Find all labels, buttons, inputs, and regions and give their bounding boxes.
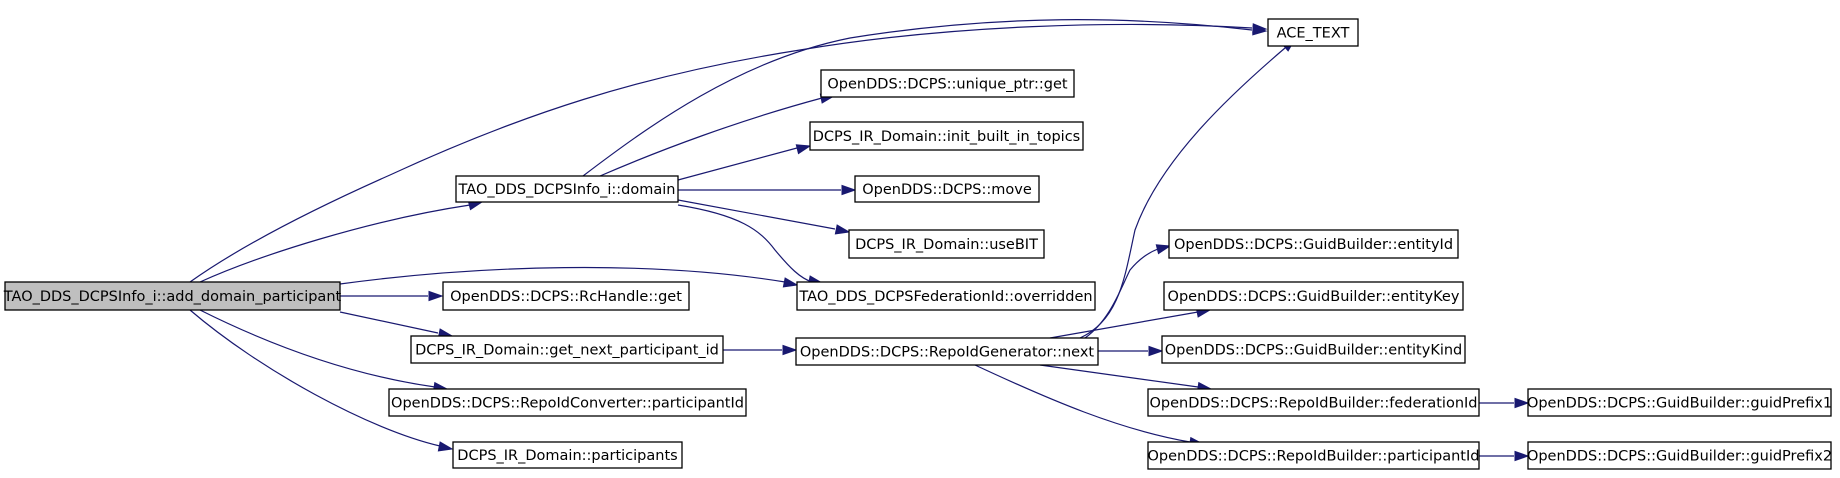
node-label: OpenDDS::DCPS::GuidBuilder::guidPrefix1 (1527, 396, 1832, 412)
node-label: OpenDDS::DCPS::GuidBuilder::entityKey (1168, 289, 1460, 305)
node-guidPrefix2[interactable]: OpenDDS::DCPS::GuidBuilder::guidPrefix2 (1527, 441, 1832, 470)
edge-domain-to-overridden (677, 204, 824, 286)
node-rchandle-get[interactable]: OpenDDS::DCPS::RcHandle::get (442, 281, 690, 311)
edge-root-to-conv_pid (199, 309, 449, 393)
node-box (1527, 388, 1832, 417)
node-label: ACE_TEXT (1277, 26, 1350, 42)
node-box (795, 337, 1099, 366)
node-label: OpenDDS::DCPS::RepoIdConverter::particip… (391, 396, 744, 412)
edge-root-to-rchandle_get (340, 290, 444, 302)
node-box (455, 175, 679, 203)
node-box (1527, 441, 1832, 470)
edge-domain-to-unique_get (599, 93, 836, 177)
node-label: TAO_DDS_DCPSFederationId::overridden (798, 289, 1092, 305)
node-get-next[interactable]: DCPS_IR_Domain::get_next_participant_id (410, 335, 724, 364)
node-label: DCPS_IR_Domain::useBIT (855, 237, 1038, 253)
call-graph-nodes: TAO_DDS_DCPSInfo_i::add_domain_participa… (3, 18, 1832, 470)
edge-next-to-federationId (1039, 364, 1213, 393)
node-guidPrefix1[interactable]: OpenDDS::DCPS::GuidBuilder::guidPrefix1 (1527, 388, 1832, 417)
node-box (442, 281, 690, 311)
node-label: OpenDDS::DCPS::RepoIdGenerator::next (800, 345, 1095, 361)
node-box (854, 175, 1040, 203)
node-conv-pid[interactable]: OpenDDS::DCPS::RepoIdConverter::particip… (388, 388, 747, 417)
node-label: TAO_DDS_DCPSInfo_i::add_domain_participa… (3, 289, 342, 305)
node-label: OpenDDS::DCPS::RepoIdBuilder::participan… (1148, 449, 1480, 465)
node-label: OpenDDS::DCPS::RepoIdBuilder::federation… (1150, 396, 1478, 412)
edge-domain-to-usebit (677, 199, 851, 235)
node-box (809, 121, 1084, 151)
edge-domain-to-init_bit (677, 144, 812, 181)
edge-domain-to-move (678, 184, 857, 196)
edge-root-to-domain (199, 200, 484, 283)
node-builder-pid[interactable]: OpenDDS::DCPS::RepoIdBuilder::participan… (1147, 441, 1480, 470)
node-federationId[interactable]: OpenDDS::DCPS::RepoIdBuilder::federation… (1147, 388, 1480, 417)
edge-domain-to-ace_text (582, 19, 1268, 177)
node-ace-text[interactable]: ACE_TEXT (1267, 18, 1359, 47)
edge-root-to-get_next (339, 311, 454, 339)
node-box (1163, 281, 1464, 311)
node-box (1147, 441, 1480, 470)
node-participants[interactable]: DCPS_IR_Domain::participants (452, 441, 683, 469)
node-box (388, 388, 747, 417)
edge-next-to-entityKind (1098, 345, 1164, 357)
edge-root-to-ace_text (189, 23, 1268, 283)
node-box (1161, 335, 1466, 364)
node-label: OpenDDS::DCPS::unique_ptr::get (827, 77, 1068, 93)
edge-next-to-entityKey (1049, 307, 1212, 339)
node-label: TAO_DDS_DCPSInfo_i::domain (458, 182, 676, 198)
node-box (1147, 388, 1480, 417)
node-label: OpenDDS::DCPS::GuidBuilder::guidPrefix2 (1527, 449, 1832, 465)
node-label: OpenDDS::DCPS::GuidBuilder::entityKind (1165, 343, 1463, 359)
node-entityId[interactable]: OpenDDS::DCPS::GuidBuilder::entityId (1168, 229, 1459, 259)
node-label: DCPS_IR_Domain::init_built_in_topics (813, 129, 1080, 145)
edge-get_next-to-next (723, 344, 798, 356)
edge-root-to-participants (189, 309, 454, 452)
edge-root-to-overridden (339, 266, 799, 288)
node-domain[interactable]: TAO_DDS_DCPSInfo_i::domain (455, 175, 679, 203)
node-unique-get[interactable]: OpenDDS::DCPS::unique_ptr::get (820, 69, 1075, 98)
node-label: DCPS_IR_Domain::get_next_participant_id (415, 343, 719, 359)
node-box (1168, 229, 1459, 259)
node-next[interactable]: OpenDDS::DCPS::RepoIdGenerator::next (795, 337, 1099, 366)
node-root[interactable]: TAO_DDS_DCPSInfo_i::add_domain_participa… (3, 281, 342, 311)
node-label: OpenDDS::DCPS::RcHandle::get (450, 289, 682, 305)
node-label: OpenDDS::DCPS::GuidBuilder::entityId (1174, 237, 1453, 253)
node-label: DCPS_IR_Domain::participants (457, 448, 677, 464)
node-box (796, 281, 1096, 311)
node-box (848, 229, 1045, 259)
node-init-bit[interactable]: DCPS_IR_Domain::init_built_in_topics (809, 121, 1084, 151)
node-box (1267, 18, 1359, 47)
node-box (820, 69, 1075, 98)
edge-builder_pid-to-guidPrefix2 (1479, 450, 1530, 462)
node-entityKind[interactable]: OpenDDS::DCPS::GuidBuilder::entityKind (1161, 335, 1466, 364)
call-graph-edges (189, 19, 1530, 462)
node-label: OpenDDS::DCPS::move (862, 182, 1032, 198)
node-entityKey[interactable]: OpenDDS::DCPS::GuidBuilder::entityKey (1163, 281, 1464, 311)
edge-federationId-to-guidPrefix1 (1479, 397, 1530, 409)
node-box (410, 335, 724, 364)
node-overridden[interactable]: TAO_DDS_DCPSFederationId::overridden (796, 281, 1096, 311)
node-box (4, 281, 341, 311)
edge-next-to-entityId (1084, 244, 1172, 339)
node-box (452, 441, 683, 469)
node-usebit[interactable]: DCPS_IR_Domain::useBIT (848, 229, 1045, 259)
node-move[interactable]: OpenDDS::DCPS::move (854, 175, 1040, 203)
